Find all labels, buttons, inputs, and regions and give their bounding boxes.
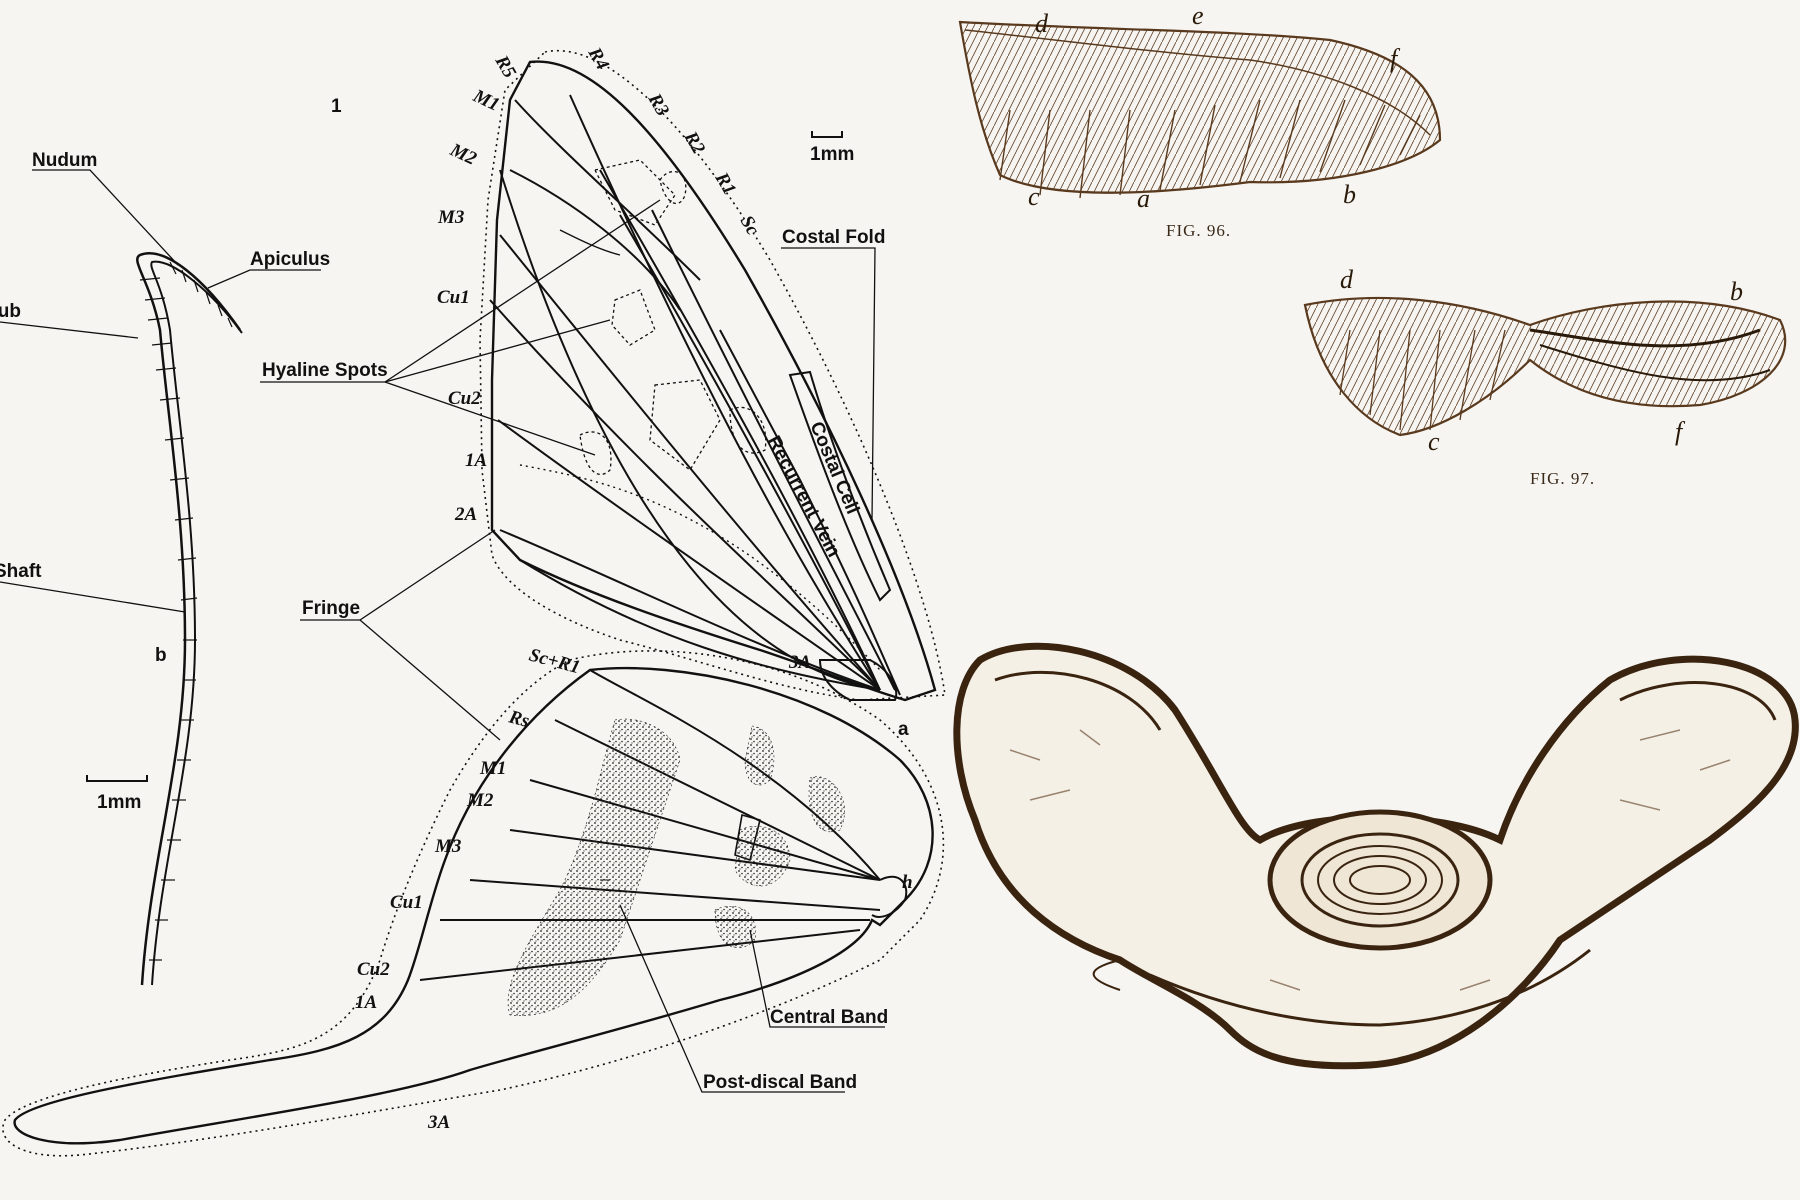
vein-m1: M1: [469, 85, 503, 116]
hvein-cu1: Cu1: [390, 892, 423, 913]
vein-r5: R5: [490, 51, 520, 82]
wing-scale-label: 1mm: [810, 144, 854, 165]
hvein-scr1: Sc+R1: [527, 645, 583, 679]
forewing-drawing: [480, 51, 945, 700]
central-band-label: Central Band: [770, 1007, 888, 1028]
bird-wing-fig96: d e f c a b FIG. 96.: [960, 1, 1440, 240]
hvein-m1: M1: [479, 758, 506, 779]
postdiscal-band-label: Post-discal Band: [703, 1072, 857, 1093]
nudum-label: Nudum: [32, 150, 97, 171]
hvein-m3: M3: [434, 836, 461, 857]
vein-r2: R2: [679, 127, 709, 158]
wing-nut-drawing: [957, 646, 1796, 1066]
fig96-letter-d: d: [1035, 9, 1049, 38]
vein-r3: R3: [643, 89, 673, 120]
vein-3a: 3A: [788, 652, 811, 673]
panel-h-letter: h: [902, 872, 913, 893]
fig96-letter-c: c: [1028, 182, 1040, 211]
fig97-letter-d: d: [1340, 265, 1354, 294]
plate-number: 1: [331, 96, 342, 117]
fig97-letter-c: c: [1428, 427, 1440, 456]
hvein-rs: Rs: [506, 706, 532, 732]
vein-sc: Sc: [736, 212, 764, 239]
hub-label: Hub: [0, 301, 21, 322]
scale-leader-lines: [0, 170, 321, 612]
hvein-1a: 1A: [355, 992, 377, 1013]
fig96-caption: FIG. 96.: [1166, 221, 1231, 240]
fig96-letter-e: e: [1192, 1, 1204, 30]
bird-wing-fig97: d b c f FIG. 97.: [1305, 265, 1785, 488]
panel-b-letter: b: [155, 645, 167, 666]
vein-cu1: Cu1: [437, 287, 470, 308]
vein-r1: R1: [710, 168, 740, 199]
scale-scale-label: 1mm: [97, 792, 141, 813]
vein-2a: 2A: [454, 504, 477, 525]
fig97-letter-f: f: [1675, 417, 1686, 446]
fringe-label: Fringe: [302, 598, 360, 619]
panel-a-letter: a: [898, 719, 909, 740]
vein-1a: 1A: [465, 450, 487, 471]
hvein-cu2: Cu2: [357, 959, 390, 980]
scale-scale-bar: 1mm: [87, 775, 147, 813]
shaft-label: Shaft: [0, 561, 42, 582]
hvein-m2: M2: [466, 790, 494, 811]
hindwing-vein-labels: Sc+R1 Rs M1 M2 M3 Cu1 Cu2 1A 3A: [355, 645, 582, 1133]
fig97-caption: FIG. 97.: [1530, 469, 1595, 488]
wing-scale-bar: 1mm: [810, 131, 854, 165]
apiculus-label: Apiculus: [250, 249, 330, 270]
fig96-letter-a: a: [1137, 184, 1150, 213]
hvein-3a: 3A: [427, 1112, 450, 1133]
wing-scale-drawing: [137, 253, 242, 985]
fig97-letter-b: b: [1730, 277, 1743, 306]
vein-m2: M2: [446, 139, 480, 170]
hyaline-spots-label: Hyaline Spots: [262, 360, 388, 381]
vein-r4: R4: [583, 43, 613, 74]
vein-m3: M3: [437, 207, 464, 228]
fig96-letter-b: b: [1343, 180, 1356, 209]
costal-fold-label: Costal Fold: [782, 227, 885, 248]
